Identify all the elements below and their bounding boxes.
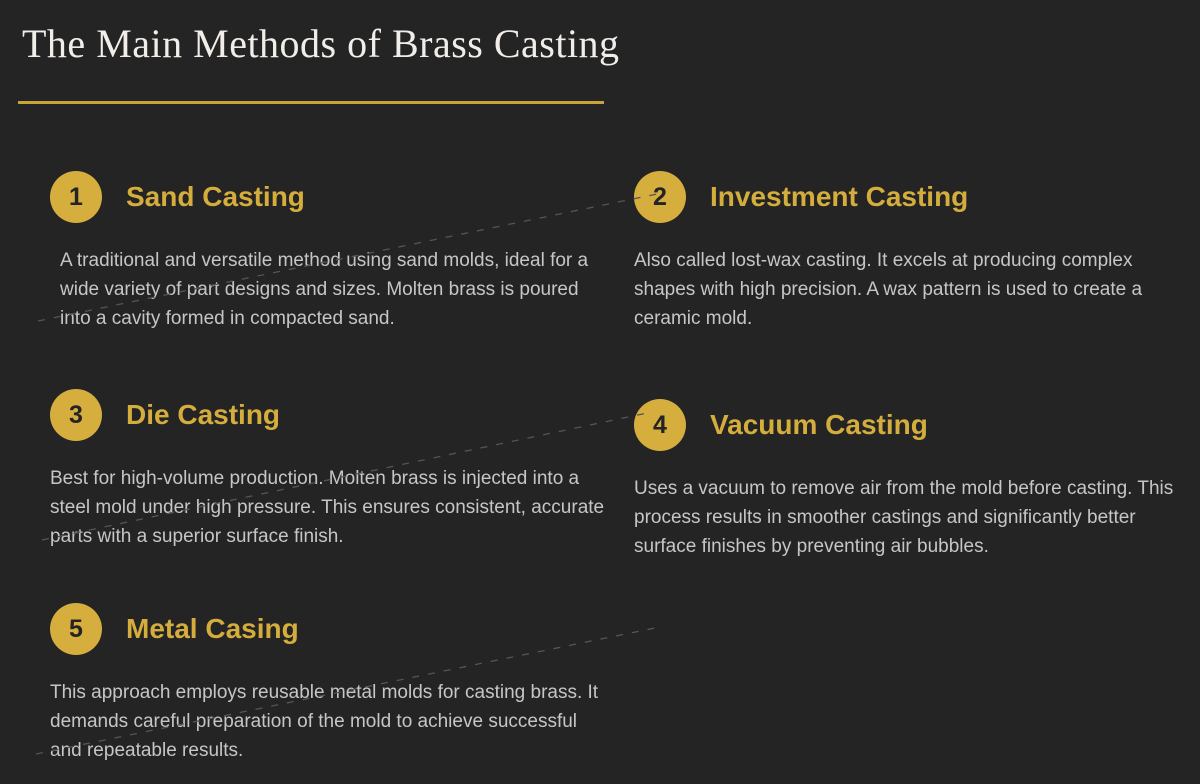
number-badge: 1 — [50, 171, 102, 223]
section-header: 3 Die Casting — [50, 389, 608, 441]
section-description: Uses a vacuum to remove air from the mol… — [634, 478, 1174, 557]
section-title: Die Casting — [126, 399, 281, 430]
section-description: A traditional and versatile method using… — [60, 250, 589, 329]
section-description: Best for high-volume production. Molten … — [50, 468, 605, 547]
section-title: Metal Casing — [126, 613, 299, 644]
section-header: 1 Sand Casting — [50, 171, 608, 223]
section-metal-casing: 5 Metal Casing This approach employs reu… — [50, 603, 608, 765]
section-title: Investment Casting — [710, 181, 969, 212]
title-divider — [18, 101, 604, 104]
section-header: 2 Investment Casting — [634, 171, 1169, 223]
section-investment-casting: 2 Investment Casting Also called lost-wa… — [634, 171, 1169, 333]
number-badge: 3 — [50, 389, 102, 441]
number-badge: 2 — [634, 171, 686, 223]
section-description: Also called lost-wax casting. It excels … — [634, 250, 1143, 329]
section-vacuum-casting: 4 Vacuum Casting Uses a vacuum to remove… — [634, 399, 1174, 561]
section-header: 4 Vacuum Casting — [634, 399, 1174, 451]
section-title: Sand Casting — [126, 181, 305, 212]
section-title: Vacuum Casting — [710, 409, 928, 440]
section-die-casting: 3 Die Casting Best for high-volume produ… — [50, 389, 608, 551]
section-sand-casting: 1 Sand Casting A traditional and versati… — [50, 171, 608, 333]
section-header: 5 Metal Casing — [50, 603, 608, 655]
section-description: This approach employs reusable metal mol… — [50, 682, 599, 761]
page-title: The Main Methods of Brass Casting — [22, 21, 620, 66]
number-badge: 4 — [634, 399, 686, 451]
number-badge: 5 — [50, 603, 102, 655]
